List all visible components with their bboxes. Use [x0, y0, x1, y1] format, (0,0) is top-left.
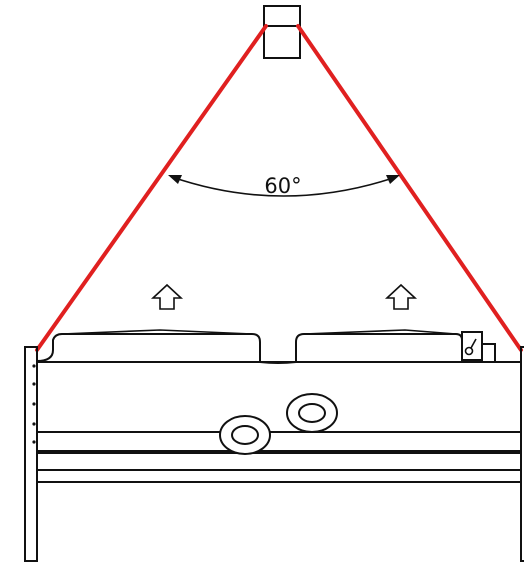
- left-post: [24, 346, 38, 562]
- cushion-right: [295, 333, 463, 362]
- gauge-bracket: [482, 343, 496, 362]
- cushion-left: [36, 333, 261, 362]
- beam-left-line: [35, 24, 268, 352]
- gauge-icon: [461, 331, 483, 361]
- camera-sensor-icon: [263, 5, 301, 59]
- angle-arc: [168, 175, 400, 197]
- wheel-left: [219, 415, 271, 455]
- beam-right-line: [296, 24, 523, 352]
- angle-label: 60°: [264, 174, 301, 198]
- cushion-left-edge: [61, 329, 253, 335]
- up-arrow-icon: [150, 283, 184, 310]
- wheel-right: [286, 393, 338, 433]
- up-arrow-icon: [384, 283, 418, 310]
- arc-arrowhead-left: [168, 175, 182, 184]
- cushion-right-edge: [303, 329, 457, 335]
- arc-arrowhead-right: [386, 175, 400, 184]
